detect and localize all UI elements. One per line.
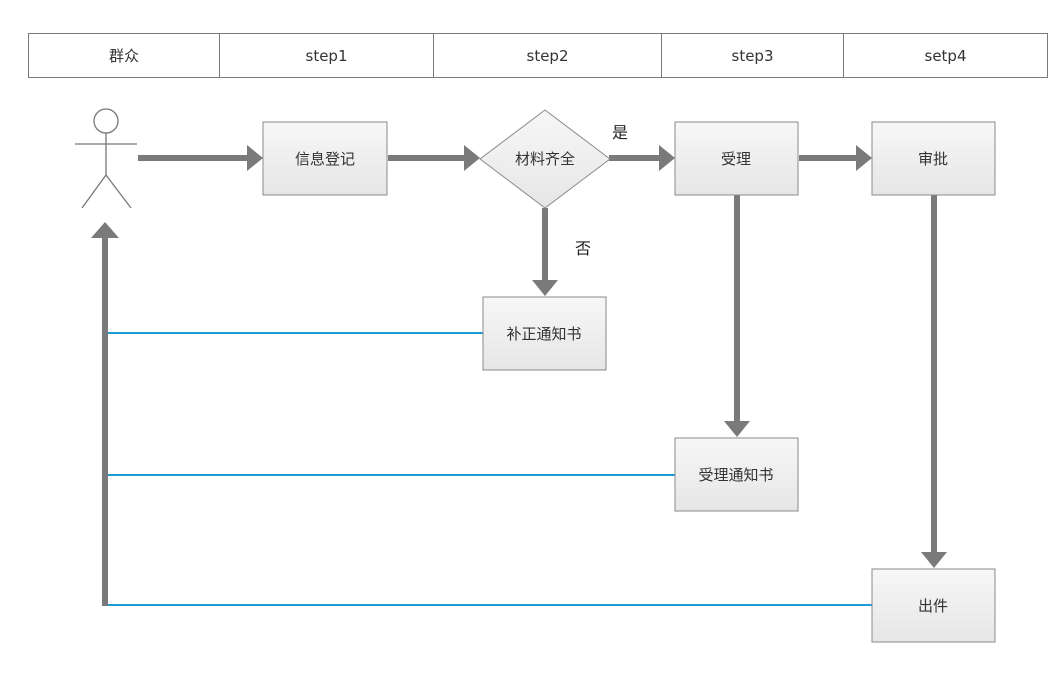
- node-approve[interactable]: 审批: [871, 121, 996, 196]
- swimlane-header: 群众 step1 step2 step3 setp4: [28, 33, 1048, 78]
- return-arrow-to-actor: [91, 222, 119, 606]
- node-check-decision[interactable]: 材料齐全: [479, 109, 611, 209]
- node-accept-label: 受理: [721, 150, 751, 168]
- node-register[interactable]: 信息登记: [262, 121, 388, 196]
- arrow-check-to-accept: [609, 145, 675, 171]
- arrow-actor-to-register: [138, 145, 263, 171]
- lane-header-public: 群众: [29, 34, 220, 77]
- edge-label-no: 否: [575, 239, 591, 258]
- node-supplement-label: 补正通知书: [506, 325, 581, 343]
- lane-header-step2: step2: [434, 34, 662, 77]
- node-register-label: 信息登记: [295, 150, 355, 168]
- arrow-approve-to-issue: [921, 195, 947, 568]
- node-supplement-notice[interactable]: 补正通知书: [482, 296, 607, 371]
- arrow-accept-to-approve: [799, 145, 872, 171]
- lane-header-step1: step1: [220, 34, 434, 77]
- node-check-label: 材料齐全: [515, 150, 575, 168]
- node-approve-label: 审批: [918, 150, 948, 168]
- node-accept[interactable]: 受理: [674, 121, 799, 196]
- arrow-register-to-check: [388, 145, 480, 171]
- node-accept-notice-label: 受理通知书: [698, 466, 773, 484]
- node-issue[interactable]: 出件: [871, 568, 996, 643]
- node-issue-label: 出件: [918, 597, 948, 615]
- arrow-check-to-supplement: [532, 208, 558, 296]
- node-accept-notice[interactable]: 受理通知书: [674, 437, 799, 512]
- arrow-accept-to-accept-notice: [724, 195, 750, 437]
- actor-icon: [75, 108, 137, 209]
- edge-label-yes: 是: [612, 123, 628, 142]
- lane-header-step3: step3: [662, 34, 844, 77]
- lane-header-step4: setp4: [924, 46, 967, 65]
